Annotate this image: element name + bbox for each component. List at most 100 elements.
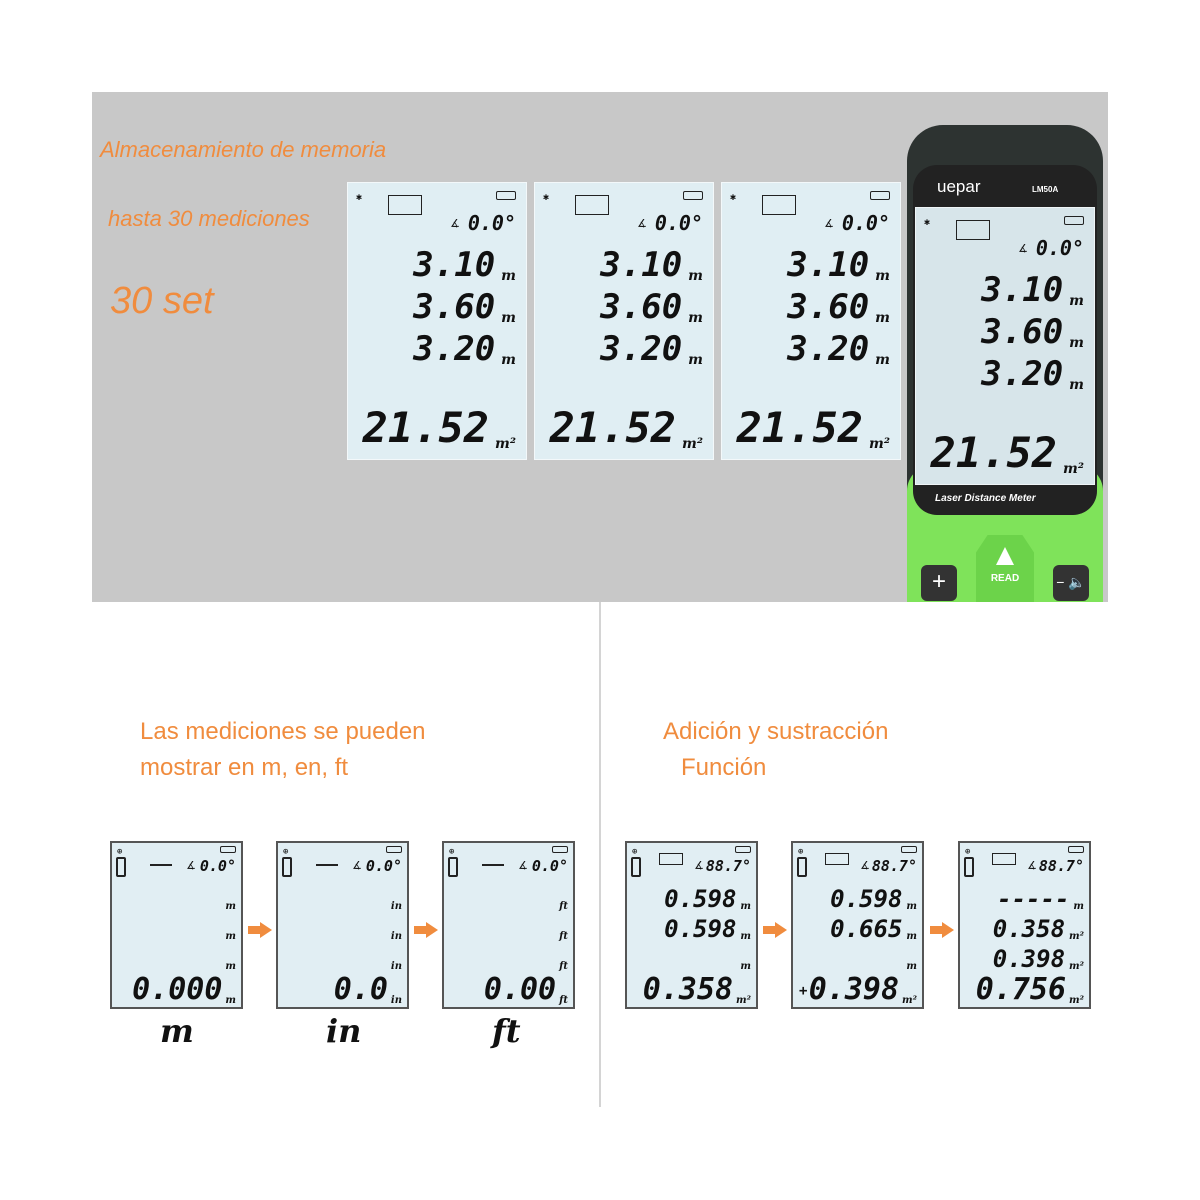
row-unit: m²: [1069, 961, 1084, 972]
row-unit: ft: [559, 931, 568, 942]
row-value: 3.10: [600, 245, 683, 285]
arrow-right-icon: [414, 922, 438, 938]
lcd-row: in: [387, 913, 402, 943]
row-value: 3.60: [787, 287, 870, 327]
area-box-icon: [992, 853, 1016, 865]
angle-value: 0.0°: [1035, 236, 1084, 260]
row-value: 3.20: [981, 354, 1064, 394]
rangefinder-icon: [116, 857, 126, 877]
row-unit: ft: [559, 961, 568, 972]
main-value: 0.0: [333, 972, 388, 1007]
device-brand: uepar: [937, 177, 981, 196]
row-value: 0.598: [830, 885, 903, 913]
row-unit: m: [225, 901, 236, 912]
angle-icon: ∡: [860, 859, 870, 872]
angle-value: 88.7°: [705, 857, 751, 875]
memory-count: 30 set: [110, 280, 214, 322]
row-unit: m: [501, 268, 516, 284]
battery-icon: [552, 846, 568, 853]
memory-row: 3.10 m: [413, 245, 516, 285]
units-heading-line1: Las mediciones se pueden: [140, 718, 426, 745]
device-label: Laser Distance Meter: [935, 493, 1036, 504]
battery-icon: [901, 846, 917, 853]
row-unit: m: [906, 931, 917, 942]
angle-icon: ∡: [450, 217, 460, 230]
row-unit: in: [390, 901, 402, 912]
section-divider: [599, 602, 601, 1107]
minus-label: −: [1056, 574, 1065, 590]
row-value: 3.20: [787, 329, 870, 369]
main-value: 0.398: [808, 972, 900, 1007]
row-unit: m: [1069, 293, 1084, 309]
row-unit: m: [688, 310, 703, 326]
battery-icon: [870, 191, 890, 200]
battery-icon: [1064, 216, 1084, 225]
row-unit: m²: [1069, 931, 1084, 942]
unit-caption: in: [326, 1012, 362, 1050]
rangefinder-icon: [797, 857, 807, 877]
row-value: 3.10: [413, 245, 496, 285]
battery-icon: [735, 846, 751, 853]
lcd-row: ft: [555, 943, 568, 973]
sign: +: [799, 983, 808, 999]
main-unit: m²: [1063, 461, 1084, 477]
main-unit: ft: [559, 995, 568, 1006]
angle-icon: ∡: [824, 217, 834, 230]
rangefinder-icon: [964, 857, 974, 877]
row-unit: m: [501, 310, 516, 326]
read-button[interactable]: READ: [976, 535, 1034, 602]
laser-icon: ✱: [730, 192, 737, 203]
plus-button[interactable]: +: [921, 565, 957, 601]
minus-sound-button[interactable]: − 🔈: [1053, 565, 1089, 601]
lcd-row: m: [902, 943, 917, 973]
laser-icon: ✱: [924, 217, 931, 228]
area-box-icon: [825, 853, 849, 865]
arrow-right-icon: [930, 922, 954, 938]
laser-icon: ⊕: [632, 847, 638, 857]
battery-icon: [1068, 846, 1084, 853]
main-unit: in: [390, 995, 402, 1006]
angle-value: 88.7°: [871, 857, 917, 875]
main-value: 0.358: [642, 972, 734, 1007]
laser-icon: ⊕: [283, 847, 289, 857]
row-unit: m: [225, 931, 236, 942]
main-unit: m²: [1069, 995, 1084, 1006]
row-value: -----: [997, 885, 1070, 913]
battery-icon: [220, 846, 236, 853]
lcd-row: ft: [555, 913, 568, 943]
row-unit: m: [740, 961, 751, 972]
battery-icon: [386, 846, 402, 853]
lcd-row: ft: [555, 883, 568, 913]
row-value: 0.598: [664, 915, 737, 943]
row-unit: m: [1069, 335, 1084, 351]
angle-icon: ∡: [637, 217, 647, 230]
laser-icon: ✱: [543, 192, 550, 203]
line-icon: [150, 864, 172, 866]
memory-feature-panel: uepar LM50A Laser Distance Meter + READ …: [92, 92, 1108, 602]
angle-icon: ∡: [1018, 242, 1028, 255]
row-unit: ft: [559, 901, 568, 912]
